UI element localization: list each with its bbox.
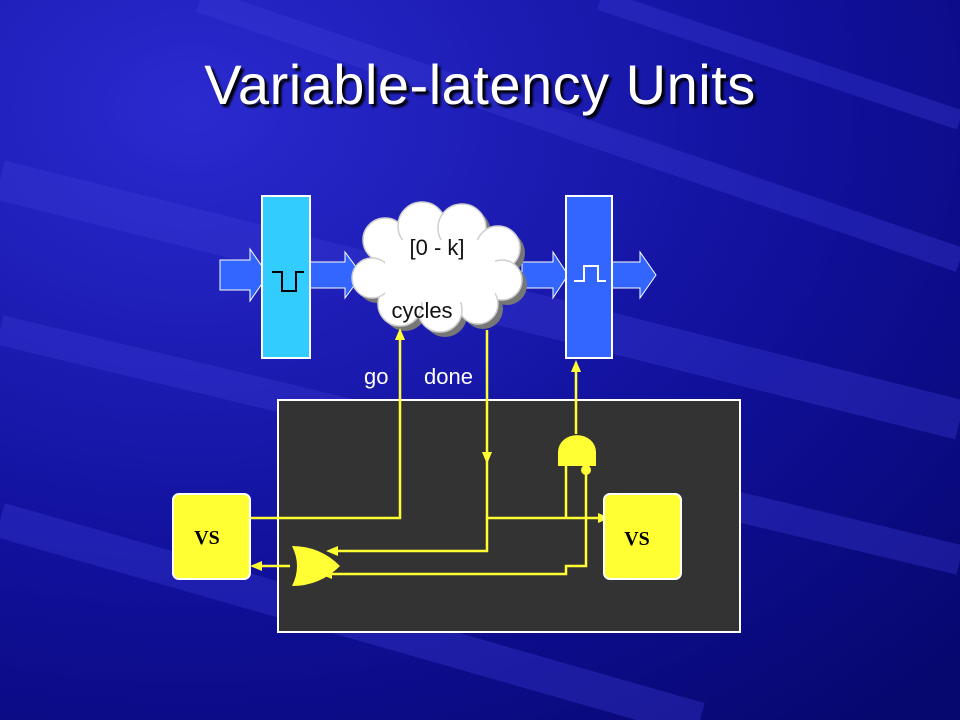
left-latch <box>261 195 311 359</box>
input-arrow <box>219 247 269 303</box>
high-pulse-icon <box>574 265 606 282</box>
and-input-b-to-or <box>326 470 588 576</box>
done-label: done <box>424 364 473 389</box>
vs-box-left <box>172 493 251 580</box>
right-latch <box>565 195 613 359</box>
and-inverter-bubble <box>581 465 591 475</box>
cloud-cycles-label: cycles <box>391 298 452 323</box>
control-wires <box>250 330 604 576</box>
and-gate <box>558 435 596 466</box>
go-wire <box>250 335 402 520</box>
cloud-to-latch-arrow <box>521 250 569 300</box>
low-pulse-icon <box>272 271 304 292</box>
vs-label-left: VS <box>194 527 220 549</box>
output-arrow <box>611 250 657 300</box>
or-gate <box>292 546 340 586</box>
go-label: go <box>364 364 388 389</box>
cloud-fill <box>385 240 495 302</box>
vs-label-right: VS <box>624 528 650 550</box>
cloud-range-label: [0 - k] <box>409 235 464 260</box>
vs-box-right <box>603 493 682 580</box>
page-title: Variable-latency Units <box>204 53 756 116</box>
done-to-or-wire <box>332 518 489 553</box>
